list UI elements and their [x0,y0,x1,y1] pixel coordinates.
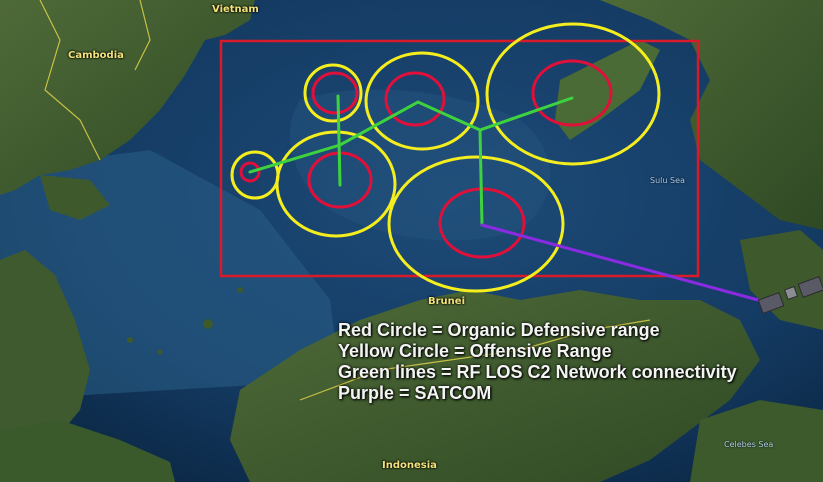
label-vietnam: Vietnam [212,4,259,15]
label-sulu-sea: Sulu Sea [650,176,685,185]
offensive-range-circle [387,155,565,293]
c2-link [478,128,484,227]
legend-satcom: Purple = SATCOM [338,383,492,403]
offensive-range-circles [230,22,661,293]
legend-rf-los-c2: Green lines = RF LOS C2 Network connecti… [338,362,737,382]
island [127,337,133,343]
legend-offensive-range: Yellow Circle = Offensive Range [338,341,612,361]
map-legend: Red Circle = Organic Defensive range Yel… [338,320,737,404]
offensive-range-circle [303,63,363,123]
defensive-range-circle [531,59,613,127]
palawan-landmass [555,40,660,140]
sulawesi-landmass [690,400,823,482]
label-indonesia: Indonesia [382,460,437,471]
rf-los-c2-links [248,94,574,227]
sumatra-landmass [0,420,175,482]
defensive-range-circle [239,161,261,183]
c2-link [248,96,574,174]
offensive-range-circle [364,51,480,151]
label-celebes-sea: Celebes Sea [724,440,774,449]
area-of-interest-box [219,39,700,278]
mindanao-landmass [740,230,823,330]
border-line [299,319,651,401]
defensive-range-circle [384,71,446,127]
indochina-landmass [0,0,255,195]
satellite-icon [757,276,823,314]
island [157,349,163,355]
label-brunei: Brunei [428,296,466,307]
defensive-range-circle [311,71,359,115]
border-line [134,0,151,71]
label-cambodia: Cambodia [68,50,124,61]
island [237,287,243,293]
offensive-range-circle [485,22,661,166]
malay-peninsula [0,250,90,450]
mekong-delta [40,175,110,220]
c2-link [336,94,342,187]
satcom-link [480,223,760,302]
offensive-range-circle [275,130,397,238]
borneo-landmass [230,290,760,482]
border-line [39,0,101,161]
island [203,319,213,329]
philippine-islands [600,0,823,230]
legend-defensive-range: Red Circle = Organic Defensive range [338,320,660,340]
